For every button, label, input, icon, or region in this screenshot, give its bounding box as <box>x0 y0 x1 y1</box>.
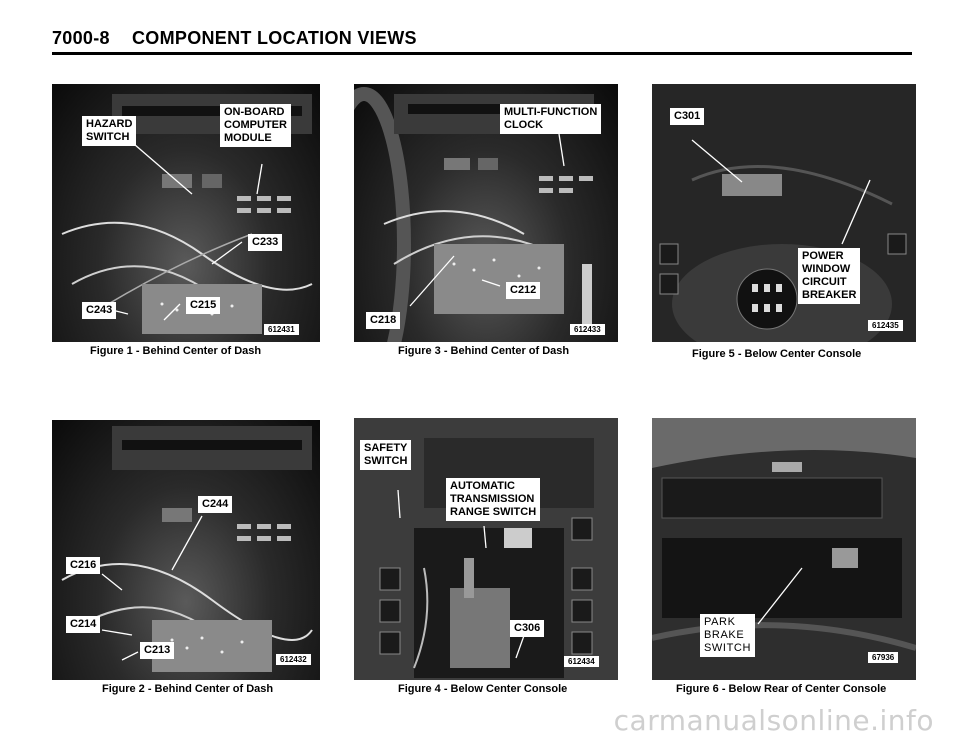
callout-c213: C213 <box>140 642 175 659</box>
callout-automatic-transmission-range-switch: AUTOMATIC TRANSMISSION RANGE SWITCH <box>446 478 541 521</box>
figure-4-photo: SAFETY SWITCH AUTOMATIC TRANSMISSION RAN… <box>354 418 618 680</box>
photo-id: 67936 <box>868 652 899 663</box>
figure-2-photo: C244 C216 C214 C213 612432 <box>52 420 320 680</box>
callout-c218: C218 <box>366 312 401 329</box>
callout-c215: C215 <box>186 297 221 314</box>
figure-caption: Figure 2 - Behind Center of Dash <box>102 683 274 695</box>
photo-id: 612435 <box>868 320 903 331</box>
photo-id: 612434 <box>564 656 599 667</box>
figure-6-photo-art <box>652 418 916 680</box>
figure-3-photo: MULTI-FUNCTION CLOCK C212 C218 612433 <box>354 84 618 342</box>
figure-5-photo: C301 POWER WINDOW CIRCUIT BREAKER 612435 <box>652 84 916 342</box>
callout-c233: C233 <box>248 234 283 251</box>
figure-caption: Figure 5 - Below Center Console <box>692 348 862 360</box>
page-title: COMPONENT LOCATION VIEWS <box>132 28 417 48</box>
figure-caption: Figure 4 - Below Center Console <box>398 683 568 695</box>
photo-id: 612432 <box>276 654 311 665</box>
callout-safety-switch: SAFETY SWITCH <box>360 440 412 470</box>
callout-multi-function-clock: MULTI-FUNCTION CLOCK <box>500 104 602 134</box>
callout-c301: C301 <box>670 108 705 125</box>
callout-park-brake-switch: PARK BRAKE SWITCH <box>700 614 755 657</box>
callout-c212: C212 <box>506 282 541 299</box>
photo-id: 612433 <box>570 324 605 335</box>
figure-caption: Figure 3 - Behind Center of Dash <box>398 345 570 357</box>
figure-caption: Figure 1 - Behind Center of Dash <box>90 345 262 357</box>
callout-c244: C244 <box>198 496 233 513</box>
watermark: carmanualsonline.info <box>613 704 934 737</box>
callout-on-board-computer-module: ON-BOARD COMPUTER MODULE <box>220 104 291 147</box>
page-number: 7000-8 <box>52 28 110 48</box>
photo-id: 612431 <box>264 324 299 335</box>
callout-c306: C306 <box>510 620 545 637</box>
page-header: 7000-8 COMPONENT LOCATION VIEWS <box>52 28 912 55</box>
figure-2-photo-art <box>61 426 313 672</box>
figure-1-photo: HAZARD SWITCH ON-BOARD COMPUTER MODULE C… <box>52 84 320 342</box>
callout-c243: C243 <box>82 302 117 319</box>
callout-hazard-switch: HAZARD SWITCH <box>82 116 137 146</box>
callout-c214: C214 <box>66 616 101 633</box>
figure-caption: Figure 6 - Below Rear of Center Console <box>676 683 887 695</box>
callout-power-window-circuit-breaker: POWER WINDOW CIRCUIT BREAKER <box>798 248 861 304</box>
figure-6-photo: PARK BRAKE SWITCH 67936 <box>652 418 916 680</box>
figure-3-photo-art <box>354 87 594 342</box>
callout-c216: C216 <box>66 557 101 574</box>
